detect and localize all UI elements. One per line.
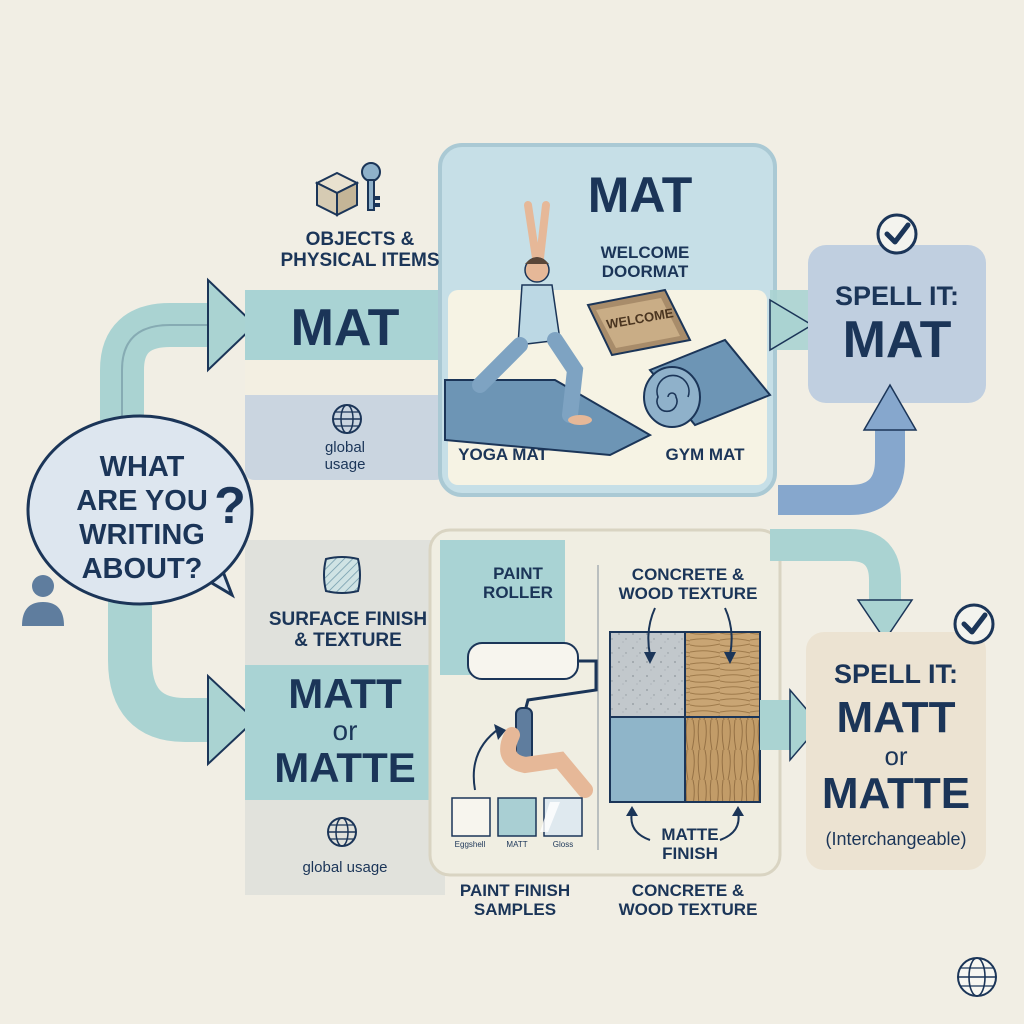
top-result-card xyxy=(808,245,986,403)
bottom-result-note: (Interchangeable) xyxy=(825,829,967,849)
roller-label: PAINT ROLLER xyxy=(483,564,553,602)
bottom-usage-label: global usage xyxy=(302,859,388,876)
sample-label-gloss: Gloss xyxy=(552,840,574,849)
top-usage-label: global usage xyxy=(324,439,366,473)
panel-word: MAT xyxy=(587,167,693,223)
question-line-1: WHAT xyxy=(99,451,185,483)
bottom-result-prefix: SPELL IT: xyxy=(833,659,959,689)
bottom-result-word-1: MATT xyxy=(836,693,956,742)
bottom-result-word-2: MATTE xyxy=(821,769,971,818)
bottom-category-label: SURFACE FINISH & TEXTURE xyxy=(268,609,428,651)
bottom-word-or: or xyxy=(332,715,358,746)
bottom-result-card xyxy=(806,632,986,870)
check-icon xyxy=(876,213,918,255)
top-result-word: MAT xyxy=(842,311,952,369)
person-icon xyxy=(22,575,64,626)
arrow-icon xyxy=(207,277,257,373)
gym-mat-label: GYM MAT xyxy=(665,445,745,464)
texture-top-label: CONCRETE & WOOD TEXTURE xyxy=(618,565,758,603)
branch-arrow-top xyxy=(100,303,212,420)
bottom-word-1: MATT xyxy=(288,670,402,717)
bottom-word: MATT or MATTE xyxy=(245,672,445,790)
package-icon xyxy=(314,171,360,217)
arrow-icon xyxy=(472,727,501,791)
sample-eggshell xyxy=(451,797,491,837)
roller-icon xyxy=(467,642,598,798)
arrow-icon xyxy=(207,673,257,767)
branch-arrow-bottom xyxy=(108,575,212,742)
doormat-label: WELCOME DOORMAT xyxy=(600,243,690,281)
bottom-result-or: or xyxy=(884,741,908,771)
top-word-band xyxy=(245,290,465,360)
top-category-label: OBJECTS & PHYSICAL ITEMS xyxy=(280,229,440,271)
question-bubble xyxy=(26,414,254,606)
texture-bottom-label: CONCRETE & WOOD TEXTURE xyxy=(618,881,758,919)
yoga-figure xyxy=(472,201,592,425)
question-text: WHAT ARE YOU WRITING ABOUT? xyxy=(72,450,212,586)
question-line-3: WRITING xyxy=(79,519,205,551)
globe-icon xyxy=(957,957,997,997)
globe-icon xyxy=(332,404,362,434)
check-icon xyxy=(953,603,995,645)
question-icon: ? xyxy=(214,477,246,535)
bottom-word-band xyxy=(245,665,455,800)
sample-matt xyxy=(497,797,537,837)
sample-label-matt: MATT xyxy=(506,840,528,849)
texture-icon xyxy=(323,556,361,594)
globe-icon xyxy=(327,817,357,847)
samples-label: PAINT FINISH SAMPLES xyxy=(459,881,571,919)
question-line-4: ABOUT? xyxy=(81,553,203,585)
top-word: MAT xyxy=(290,299,400,357)
question-line-2: ARE YOU xyxy=(76,485,208,517)
key-icon xyxy=(361,162,381,211)
top-result-prefix: SPELL IT: xyxy=(834,281,960,311)
bottom-word-2: MATTE xyxy=(274,744,416,791)
sample-label-eggshell: Eggshell xyxy=(454,840,486,849)
matte-finish-label: MATTE FINISH xyxy=(661,825,719,863)
gym-mat-illustration xyxy=(643,338,772,428)
texture-grid xyxy=(609,631,761,803)
yoga-mat-label: YOGA MAT xyxy=(458,445,548,464)
bottom-result-words: MATT or MATTE xyxy=(806,695,986,817)
yoga-mat-illustration xyxy=(444,379,653,457)
